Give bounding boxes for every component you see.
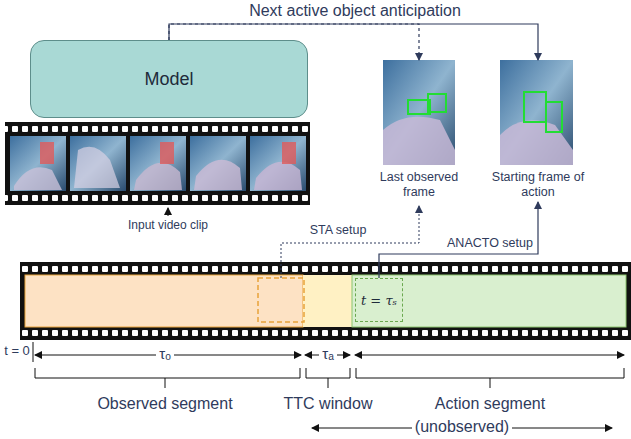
svg-rect <box>20 330 631 336</box>
annotation-label: t = 0 <box>4 343 30 358</box>
svg-rect <box>500 60 573 165</box>
annotation-label: τₒ <box>156 345 174 362</box>
svg-path <box>383 117 455 165</box>
svg-rect <box>303 275 352 327</box>
svg-rect <box>130 136 186 191</box>
svg-rect <box>282 142 296 164</box>
svg-rect <box>524 92 546 122</box>
svg-rect <box>352 275 626 327</box>
annotation-label: TTC window <box>284 395 373 413</box>
annotation-label: STA setup <box>310 223 367 237</box>
annotation-label: Observed segment <box>97 395 232 413</box>
annotation-label: τₐ <box>319 345 337 362</box>
frame-box: Last observed frame <box>369 60 469 200</box>
frame-box: Starting frame of action <box>486 60 590 200</box>
svg-rect <box>5 195 310 201</box>
sta-leader <box>281 206 419 278</box>
svg-path <box>14 167 62 190</box>
svg-line <box>33 342 34 362</box>
svg-rect <box>428 94 446 112</box>
annotation-label: Action segment <box>435 395 545 413</box>
svg-rect <box>5 122 310 205</box>
svg-rect <box>25 275 303 327</box>
svg-rect <box>20 266 631 272</box>
input-film-strip <box>5 122 310 205</box>
pointer-arrow <box>168 208 169 216</box>
svg-path <box>254 162 302 190</box>
svg-rect <box>250 136 306 191</box>
annotation-label: Input video clip <box>128 218 208 232</box>
svg-rect <box>70 136 126 191</box>
svg-path <box>306 368 350 388</box>
connector <box>379 202 538 278</box>
svg-line <box>355 355 624 356</box>
svg-rect <box>383 60 455 165</box>
svg-path <box>74 147 120 188</box>
model-box: Model <box>30 40 308 118</box>
svg-path <box>356 368 624 388</box>
edge-label: Next active object anticipation <box>249 2 461 20</box>
node-text: Model <box>144 69 193 90</box>
edge-label: ANACTO setup <box>444 236 536 250</box>
svg-rect <box>258 278 304 322</box>
starting-frame-image <box>500 60 573 165</box>
svg-rect <box>5 126 310 132</box>
dimension-lines <box>33 342 624 428</box>
svg-rect <box>190 136 246 191</box>
timeline-film-strip <box>20 262 631 340</box>
start-frame-marker: t = τₛ <box>355 278 403 322</box>
svg-rect <box>546 102 562 132</box>
node-text: Last observed frame <box>369 170 469 200</box>
node-text: t = τₛ <box>361 293 397 308</box>
svg-path <box>134 163 182 190</box>
svg-rect <box>10 136 66 191</box>
svg-path <box>194 160 242 190</box>
svg-rect <box>40 142 54 164</box>
last-observed-frame-image <box>383 60 455 165</box>
svg-path <box>35 368 300 388</box>
annotation-label: (unobserved) <box>412 418 512 436</box>
svg-rect <box>20 262 631 340</box>
svg-rect <box>408 100 430 114</box>
node-text: Starting frame of action <box>486 170 590 200</box>
svg-rect <box>160 142 174 164</box>
